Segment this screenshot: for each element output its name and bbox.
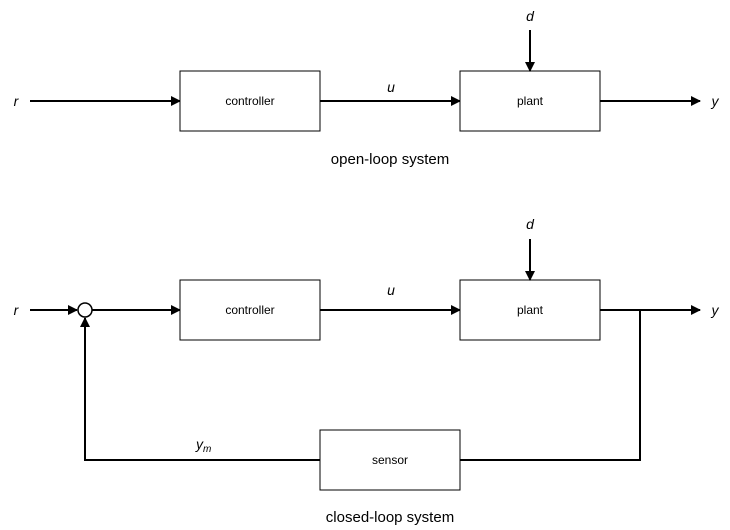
open-loop-control-label: u [387, 79, 395, 95]
sensor-label: sensor [372, 453, 408, 467]
feedback-to-sensor-line [460, 310, 641, 461]
feedback-measured-arrow [80, 317, 320, 461]
measured-signal-label: ym [195, 436, 211, 455]
open-loop-output-label: y [711, 93, 720, 109]
open-loop-controller-block [179, 70, 321, 132]
closed-loop-input-label: r [14, 302, 20, 318]
open-loop-input-label: r [14, 93, 20, 109]
open-loop-controller-label: controller [225, 94, 274, 108]
summing-junction [77, 302, 93, 318]
measured-signal-subscript: m [203, 444, 211, 455]
closed-loop-plant-block [459, 279, 601, 341]
open-loop-diagram: r controller u plant d y open-loop syste… [14, 8, 720, 168]
closed-loop-controller-label: controller [225, 303, 274, 317]
closed-loop-diagram: r controller u plant d y sensor ym close… [14, 216, 720, 526]
closed-loop-caption: closed-loop system [326, 509, 454, 526]
open-loop-plant-label: plant [517, 94, 544, 108]
closed-loop-plant-label: plant [517, 303, 544, 317]
closed-loop-output-label: y [711, 302, 720, 318]
open-loop-disturbance-label: d [526, 8, 535, 24]
closed-loop-disturbance-label: d [526, 216, 535, 232]
measured-signal-symbol: y [195, 436, 204, 452]
closed-loop-control-label: u [387, 282, 395, 298]
open-loop-caption: open-loop system [331, 151, 449, 168]
